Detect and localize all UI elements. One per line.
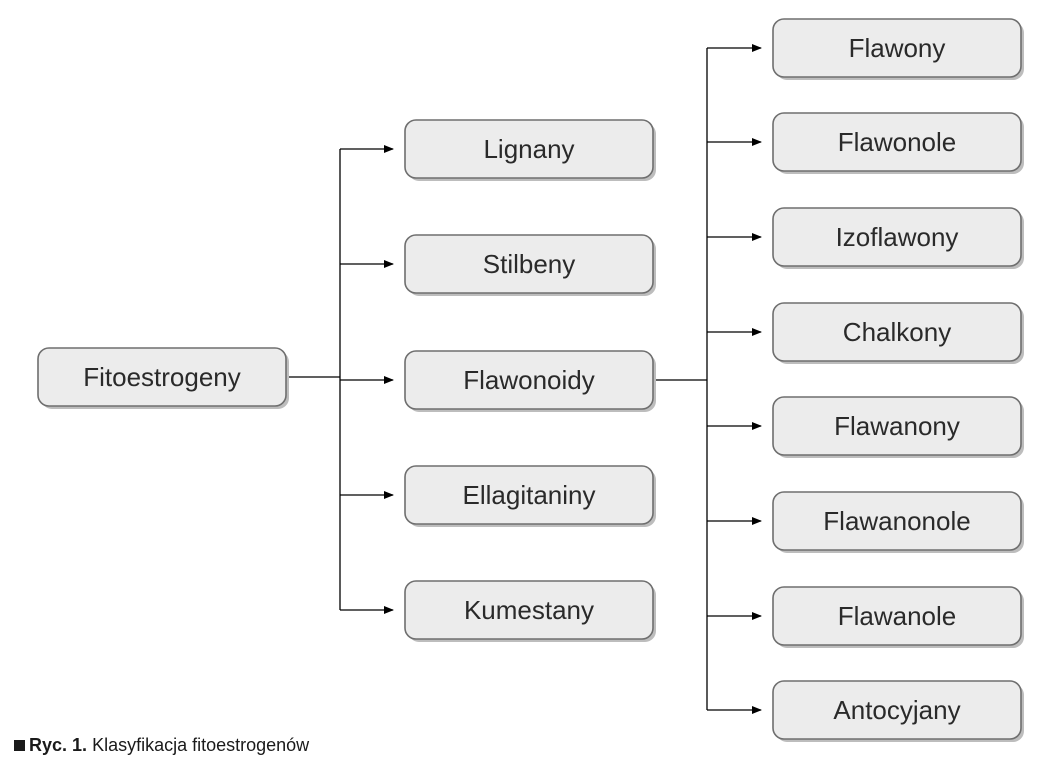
connectors <box>286 44 762 714</box>
node-box <box>404 119 654 179</box>
node-lignany: Lignany <box>404 119 656 181</box>
caption-text: Klasyfikacja fitoestrogenów <box>92 735 310 755</box>
node-flawony: Flawony <box>772 18 1024 80</box>
caption-bullet-icon <box>14 740 25 751</box>
node-box <box>404 580 654 640</box>
node-box <box>772 207 1022 267</box>
node-kumestany: Kumestany <box>404 580 656 642</box>
node-box <box>772 396 1022 456</box>
node-box <box>37 347 287 407</box>
node-box <box>772 680 1022 740</box>
figure-caption: Ryc. 1. Klasyfikacja fitoestrogenów <box>14 735 309 756</box>
node-label-antocyjany: Antocyjany <box>833 695 960 725</box>
node-label-izoflawony: Izoflawony <box>836 222 959 252</box>
node-label-stilbeny: Stilbeny <box>483 249 576 279</box>
node-fitoestrogeny: Fitoestrogeny <box>37 347 289 409</box>
node-box <box>404 350 654 410</box>
node-flawanole: Flawanole <box>772 586 1024 648</box>
node-flawanonole: Flawanonole <box>772 491 1024 553</box>
node-antocyjany: Antocyjany <box>772 680 1024 742</box>
node-label-ellagitaniny: Ellagitaniny <box>463 480 596 510</box>
caption-prefix: Ryc. 1. <box>29 735 88 755</box>
node-box <box>772 491 1022 551</box>
node-box <box>772 112 1022 172</box>
node-izoflawony: Izoflawony <box>772 207 1024 269</box>
node-flawonoidy: Flawonoidy <box>404 350 656 412</box>
node-label-flawonole: Flawonole <box>838 127 957 157</box>
node-label-flawanonole: Flawanonole <box>823 506 970 536</box>
node-label-flawony: Flawony <box>849 33 946 63</box>
node-box <box>404 465 654 525</box>
node-box <box>772 302 1022 362</box>
node-chalkony: Chalkony <box>772 302 1024 364</box>
node-label-lignany: Lignany <box>483 134 574 164</box>
node-label-flawonoidy: Flawonoidy <box>463 365 595 395</box>
node-ellagitaniny: Ellagitaniny <box>404 465 656 527</box>
node-flawanony: Flawanony <box>772 396 1024 458</box>
node-flawonole: Flawonole <box>772 112 1024 174</box>
node-box <box>404 234 654 294</box>
node-label-flawanole: Flawanole <box>838 601 957 631</box>
nodes: Fitoestrogeny LignanyStilbenyFlawonoidyEl… <box>37 18 1024 742</box>
node-box <box>772 586 1022 646</box>
node-label-flawanony: Flawanony <box>834 411 960 441</box>
node-stilbeny: Stilbeny <box>404 234 656 296</box>
node-label-kumestany: Kumestany <box>464 595 594 625</box>
node-label-chalkony: Chalkony <box>843 317 951 347</box>
node-label-fitoestrogeny: Fitoestrogeny <box>83 362 241 392</box>
node-box <box>772 18 1022 78</box>
